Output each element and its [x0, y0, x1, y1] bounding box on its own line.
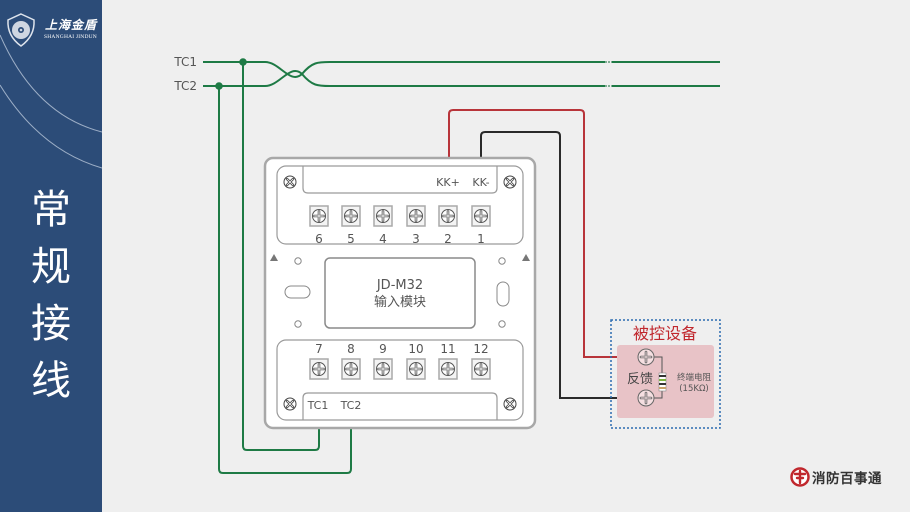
slot-vertical: [496, 281, 510, 307]
page-title: 常 规 接 线: [0, 182, 102, 410]
wire-break-dots: [605, 61, 612, 87]
terminal-screw-icon: [437, 204, 459, 228]
fire-hydrant-logo-icon: [790, 467, 810, 487]
mount-hole-icon: [294, 320, 302, 328]
mount-hole-icon: [498, 320, 506, 328]
terminal-number: 6: [315, 232, 323, 246]
terminal-screw-icon: [636, 388, 656, 408]
slot-horizontal: [284, 285, 311, 299]
mount-screw-icon: [282, 396, 298, 412]
tc2-bus-label: TC2: [173, 79, 197, 93]
tc2-terminal-label: TC2: [340, 399, 362, 412]
title-char: 接: [31, 301, 71, 347]
logo-english-name: SHANGHAI JINDUN: [44, 34, 97, 40]
sidebar: 上海金盾 SHANGHAI JINDUN 常 规 接 线: [0, 0, 102, 512]
arrow-up-icon: [270, 254, 278, 261]
kk-minus-wire: [480, 131, 640, 399]
resistor-label: 终端电阻: [677, 372, 712, 383]
terminal-screw-icon: [470, 204, 492, 228]
brand-watermark: 消防百事通: [790, 467, 882, 487]
bus-wires: [203, 61, 720, 87]
logo-chinese-name: 上海金盾: [45, 18, 98, 32]
terminal-screw-icon: [340, 204, 362, 228]
tc2-drop-wire: [218, 86, 352, 474]
shield-gear-icon: [7, 13, 35, 47]
mount-screw-icon: [502, 396, 518, 412]
terminal-number: 4: [379, 232, 387, 246]
terminal-number: 8: [347, 342, 355, 356]
terminal-screw-icon: [308, 204, 330, 228]
terminal-number: 12: [473, 342, 488, 356]
module-model: JD-M32: [376, 278, 423, 293]
mount-hole-icon: [294, 257, 302, 265]
terminal-number: 2: [444, 232, 452, 246]
title-char: 线: [31, 358, 71, 404]
controlled-device: 被控设备 反馈 终端电阻 (15KΩ): [610, 319, 721, 429]
terminal-screw-icon: [340, 357, 362, 381]
terminal-number: 9: [379, 342, 387, 356]
terminal-screw-icon: [470, 357, 492, 381]
terminal-screw-icon: [372, 357, 394, 381]
terminal-number: 10: [408, 342, 423, 356]
module-name: 输入模块: [374, 294, 426, 310]
tc2-wire: [203, 70, 605, 87]
feedback-label: 反馈: [627, 372, 653, 387]
module-label-panel: [324, 257, 476, 329]
tc1-wire: [203, 61, 605, 78]
mount-screw-icon: [502, 174, 518, 190]
terminal-screw-icon: [437, 357, 459, 381]
tc1-drop-wire: [242, 62, 320, 451]
title-char: 常: [31, 187, 71, 233]
device-title: 被控设备: [633, 324, 697, 343]
input-module: KK+ KK- 6 5 4 3 2 1 JD-M32 输入模块 TC1 TC2 7 8 9 10…: [263, 156, 537, 430]
terminal-number: 3: [412, 232, 420, 246]
company-logo: 上海金盾 SHANGHAI JINDUN: [5, 12, 102, 52]
terminal-screw-icon: [636, 347, 656, 367]
sidebar-decorative-arcs: [0, 34, 102, 169]
terminal-number: 5: [347, 232, 355, 246]
kk-minus-label: KK-: [472, 176, 489, 189]
title-char: 规: [31, 244, 71, 290]
terminal-number: 7: [315, 342, 323, 356]
terminal-screw-icon: [405, 357, 427, 381]
terminal-screw-icon: [372, 204, 394, 228]
tc1-terminal-label: TC1: [307, 399, 329, 412]
tc1-bus-label: TC1: [173, 55, 197, 69]
terminal-number: 11: [440, 342, 455, 356]
arrow-up-icon: [522, 254, 530, 261]
terminal-screw-icon: [405, 204, 427, 228]
kk-plus-label: KK+: [436, 176, 460, 189]
resistor-value: (15KΩ): [679, 384, 709, 394]
terminal-number: 1: [477, 232, 485, 246]
brand-name: 消防百事通: [812, 471, 882, 487]
kk-plus-wire: [448, 109, 640, 358]
resistor-icon: [658, 372, 667, 392]
mount-screw-icon: [282, 174, 298, 190]
terminal-screw-icon: [308, 357, 330, 381]
mount-hole-icon: [498, 257, 506, 265]
